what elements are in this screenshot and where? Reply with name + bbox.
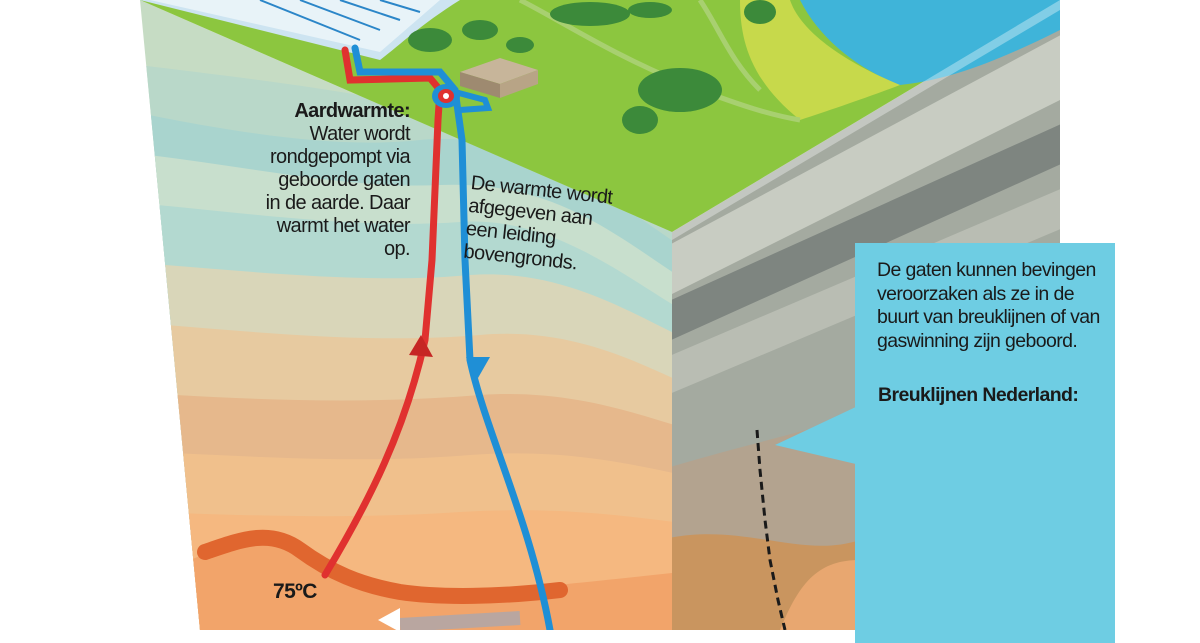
- callout-text: De gaten kunnen bevingen veroorzaken als…: [877, 259, 1100, 352]
- temperature-label: 75ºC: [273, 580, 317, 603]
- pump-icon: [432, 84, 460, 108]
- surface-top: [140, 0, 1060, 240]
- building-icon: [460, 58, 538, 98]
- aardwarmte-title: Aardwarmte:: [294, 100, 410, 122]
- soil-cross-section-left: [140, 0, 672, 630]
- hot-water-pipe: [321, 46, 444, 579]
- callout-pointer: [775, 405, 860, 465]
- heat-release-annotation: De warmte wordt afgegeven aan een leidin…: [462, 172, 614, 275]
- map-title: Breuklijnen Nederland:: [878, 384, 1079, 406]
- tree-icon: [408, 0, 776, 134]
- aardwarmte-annotation: Aardwarmte: Water wordt rondgepompt via …: [262, 100, 411, 261]
- aardwarmte-body: Water wordt rondgepompt via geboorde gat…: [265, 123, 411, 260]
- solar-panel-icon: [259, 0, 421, 41]
- arrow-down-icon: [466, 357, 490, 378]
- arrow-up-icon: [409, 335, 433, 357]
- cold-water-pipe: [351, 44, 554, 630]
- callout-box: [855, 243, 1115, 643]
